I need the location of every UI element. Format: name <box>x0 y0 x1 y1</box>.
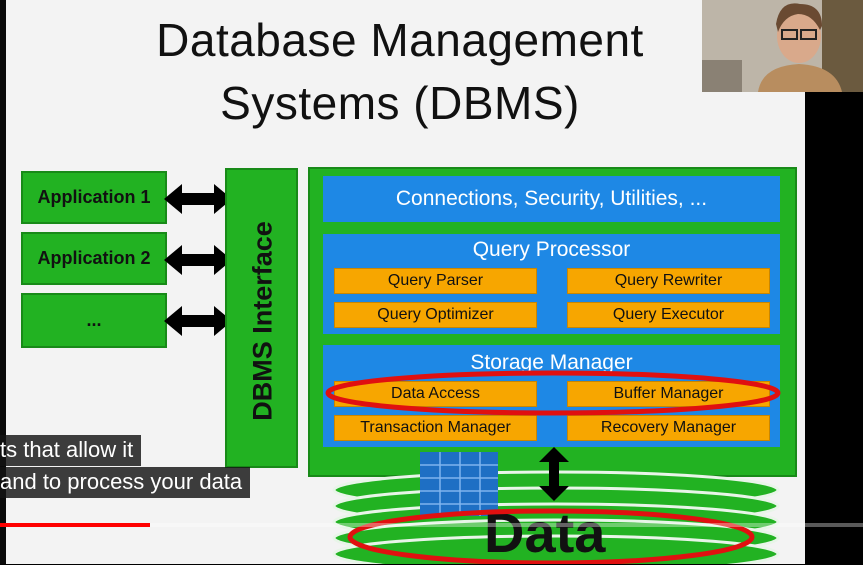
bidirectional-arrow-icon <box>164 245 232 275</box>
webcam-person-image <box>702 0 863 92</box>
storage-manager-title: Storage Manager <box>470 351 633 374</box>
application-1-box: Application 1 <box>21 171 167 224</box>
application-2-box: Application 2 <box>21 232 167 285</box>
dbms-interface-label: DBMS Interface <box>247 221 278 421</box>
query-optimizer-box: Query Optimizer <box>334 302 537 328</box>
buffer-manager-box: Buffer Manager <box>567 381 770 407</box>
video-letterbox <box>805 0 863 564</box>
transaction-manager-box: Transaction Manager <box>334 415 537 441</box>
slide-title-line-1: Database Management <box>156 14 644 66</box>
video-left-edge <box>0 0 6 564</box>
vertical-bidirectional-arrow-icon <box>539 447 569 501</box>
application-more-box: ... <box>21 293 167 348</box>
recovery-manager-box: Recovery Manager <box>567 415 770 441</box>
slide-title-line-2: Systems (DBMS) <box>220 77 580 129</box>
bidirectional-arrow-icon <box>164 184 232 214</box>
query-executor-box: Query Executor <box>567 302 770 328</box>
subtitle-line-2: and to process your data <box>0 467 251 498</box>
data-label: Data <box>484 501 606 564</box>
video-progress-bar[interactable] <box>0 523 863 527</box>
webcam-overlay <box>702 0 863 92</box>
query-parser-box: Query Parser <box>334 268 537 294</box>
bidirectional-arrow-icon <box>164 306 232 336</box>
connections-security-utilities-box: Connections, Security, Utilities, ... <box>323 176 780 222</box>
query-processor-title: Query Processor <box>472 238 631 261</box>
dbms-interface-box <box>225 168 298 468</box>
table-stack-icon <box>420 452 498 516</box>
subtitle-line-1: ts that allow it <box>0 435 142 466</box>
query-rewriter-box: Query Rewriter <box>567 268 770 294</box>
data-access-box: Data Access <box>334 381 537 407</box>
video-progress-fill <box>0 523 151 527</box>
